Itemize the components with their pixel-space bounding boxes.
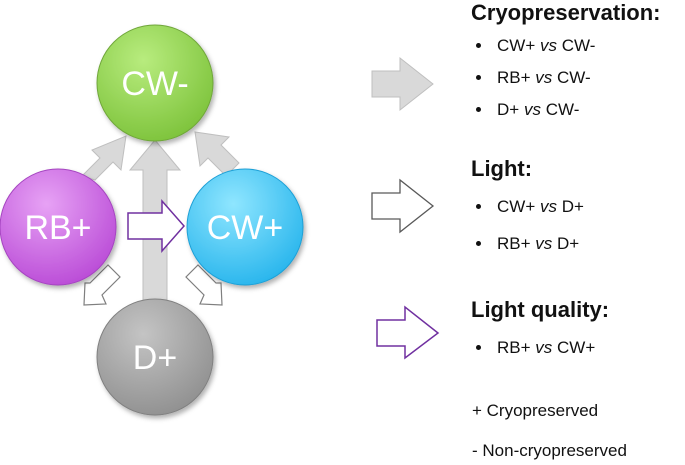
node-cw-plus-label: CW+ [207,209,284,247]
node-cw-minus-label: CW- [121,65,188,103]
node-cw-minus-circle [96,24,214,142]
node-d-plus-label: D+ [133,339,177,377]
comparison-item: CW+ vs CW- [471,35,661,56]
section-title-light-quality: Light quality: [471,297,610,322]
legend-arrow-light-quality [376,305,440,360]
arrow-cw-plus-to-d-plus [185,264,223,306]
node-d-plus-circle [96,298,214,416]
section-light: Light: CW+ vs D+ RB+ vs D+ [471,156,584,254]
legend-arrow-cryopreservation [371,56,434,112]
node-cw-minus: CW- [96,24,214,142]
node-rb-plus: RB+ [0,168,117,286]
arrow-cw-plus-to-cw-minus [194,131,240,177]
section-title-light: Light: [471,156,533,181]
node-rb-plus-label: RB+ [24,209,91,247]
comparison-item: RB+ vs D+ [471,233,584,254]
legend-cryopreserved: + Cryopreserved [472,401,599,420]
node-cw-plus-circle [186,168,304,286]
section-cryopreservation: Cryopreservation: CW+ vs CW- RB+ vs CW- … [471,0,661,120]
node-cw-plus: CW+ [186,168,304,286]
section-light-quality: Light quality: RB+ vs CW+ [471,297,609,358]
section-title-cryopreservation: Cryopreservation: [471,0,661,25]
comparison-item: RB+ vs CW+ [471,337,609,358]
comparison-list-light: CW+ vs D+ RB+ vs D+ [471,196,584,254]
diagram-arrows [81,131,240,306]
comparison-item: D+ vs CW- [471,99,661,120]
comparison-list-cryopreservation: CW+ vs CW- RB+ vs CW- D+ vs CW- [471,35,661,120]
comparison-item: CW+ vs D+ [471,196,584,217]
comparison-list-light-quality: RB+ vs CW+ [471,337,609,358]
arrow-rb-plus-to-cw-plus [127,199,185,253]
arrow-rb-plus-to-d-plus [83,264,121,306]
node-d-plus: D+ [96,298,214,416]
legend-non-cryopreserved: - Non-cryopreserved [472,441,627,460]
arrow-rb-plus-to-cw-minus [81,135,127,181]
legend-arrow-light [371,178,435,234]
comparison-item: RB+ vs CW- [471,67,661,88]
node-rb-plus-circle [0,168,117,286]
